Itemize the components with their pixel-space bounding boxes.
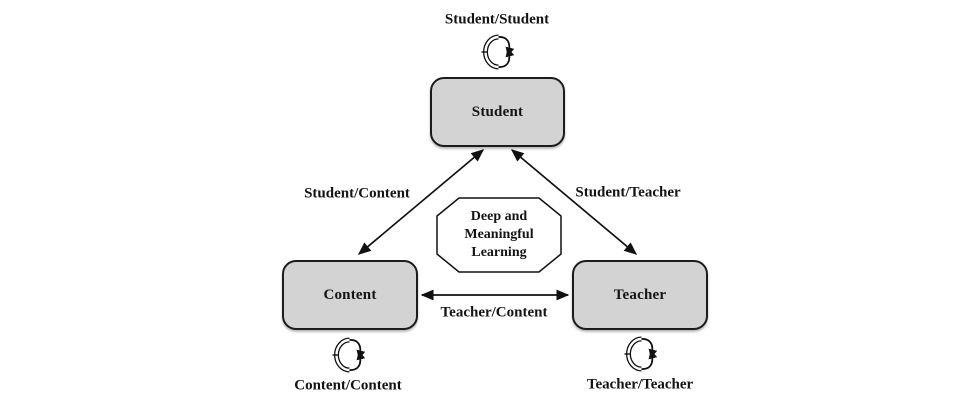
label-teacher-teacher: Teacher/Teacher [586,376,694,393]
center-octagon [436,197,562,273]
center-label: Deep and Meaningful Learning [464,208,533,262]
label-teacher-content: Teacher/Content [440,304,548,321]
label-student-teacher: Student/Teacher [575,184,681,201]
student-node-label: Student [471,103,524,120]
content-node: Content [282,260,418,330]
label-student-content: Student/Content [304,185,410,202]
center-label-line-2: Meaningful [464,227,534,242]
cycle-arrow-icon [333,340,361,370]
teacher-node-label: Teacher [613,286,667,303]
center-label-line-3: Learning [471,245,527,260]
label-content-content: Content/Content [294,377,402,394]
center-label-line-1: Deep and [470,209,528,224]
cycle-arrow-icon [625,339,653,369]
cycle-arrow-icon [482,37,510,67]
teacher-node: Teacher [572,260,708,330]
label-student-student: Student/Student [444,11,550,28]
content-node-label: Content [323,286,377,303]
student-node: Student [430,77,565,147]
arrow-student-content [357,149,485,255]
arrow-student-teacher [510,149,638,255]
